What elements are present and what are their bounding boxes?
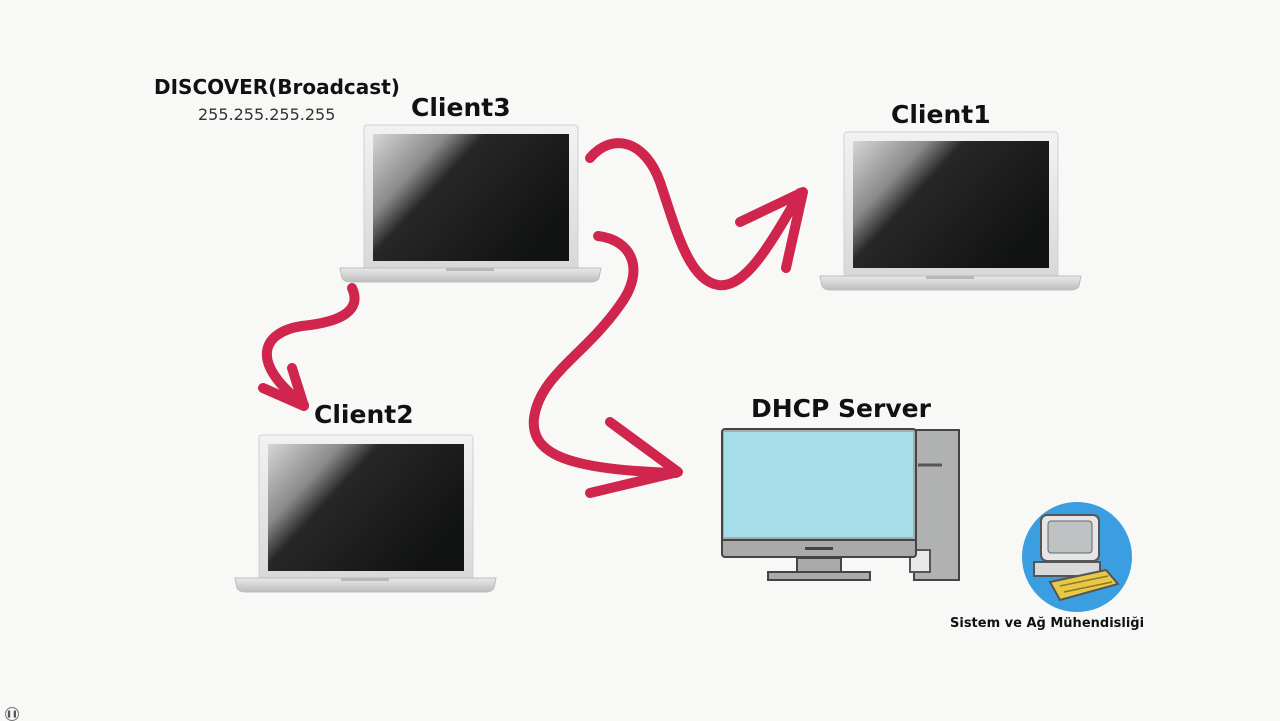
- broadcast-address: 255.255.255.255: [198, 105, 336, 124]
- arrowhead-client1: [735, 187, 808, 273]
- client2-label: Client2: [314, 400, 414, 429]
- arrowhead-server: [585, 417, 683, 498]
- client3-label: Client3: [411, 93, 511, 122]
- client3-laptop-icon: [339, 124, 602, 283]
- broadcast-arrows: [258, 138, 808, 498]
- arrow-to-client2: [261, 283, 360, 410]
- client1-laptop-icon: [819, 131, 1082, 291]
- arrowhead-client2: [258, 363, 309, 411]
- dhcp-server-label: DHCP Server: [751, 394, 931, 423]
- arrow-to-server: [528, 231, 681, 478]
- pause-icon[interactable]: ❚❚: [5, 707, 19, 721]
- client1-label: Client1: [891, 100, 991, 129]
- arrow-to-client1: [585, 138, 805, 291]
- client2-laptop-icon: [234, 434, 497, 593]
- discover-title: DISCOVER(Broadcast): [154, 75, 400, 99]
- brand-name: Sistem ve Ağ Mühendisliği: [950, 616, 1145, 631]
- brand-logo-icon: [1022, 502, 1132, 612]
- dhcp-server-computer-icon: [721, 428, 960, 581]
